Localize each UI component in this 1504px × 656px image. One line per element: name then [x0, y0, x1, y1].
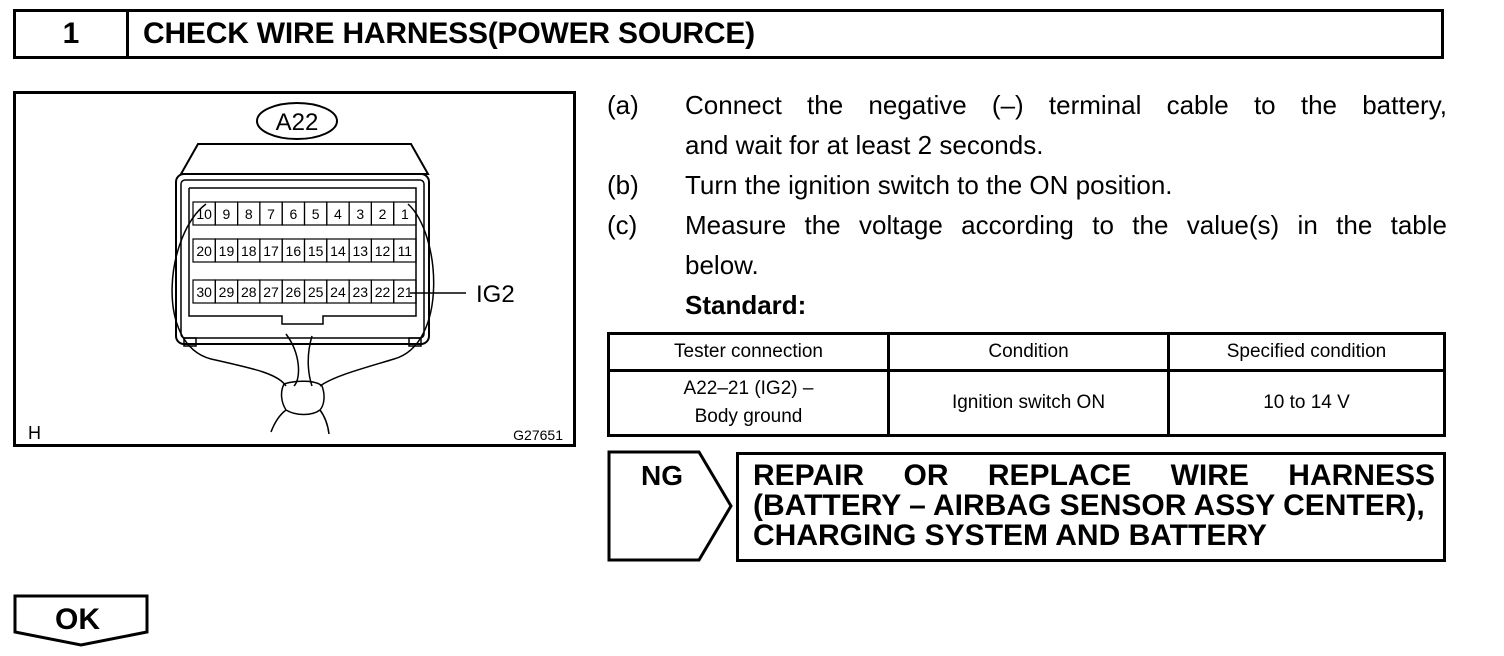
step-b-letter: (b) — [607, 170, 639, 200]
col-header-condition: Condition — [887, 332, 1170, 372]
pin-number: 11 — [398, 243, 413, 259]
step-number: 1 — [16, 12, 129, 56]
pin-number: 18 — [241, 243, 257, 259]
ng-action-box: REPAIR OR REPLACE WIRE HARNESS (BATTERY … — [736, 452, 1446, 562]
ok-arrow-shape — [13, 594, 149, 647]
ng-arrow-shape — [607, 450, 733, 562]
pin-number: 10 — [196, 206, 212, 222]
pin-number: 28 — [241, 284, 257, 300]
table-header-row: Tester connection Condition Specified co… — [607, 332, 1446, 372]
table-row: A22–21 (IG2) – Body ground Ignition swit… — [607, 369, 1446, 437]
tester-line2: Body ground — [694, 406, 803, 427]
pin-number: 30 — [196, 284, 212, 300]
standard-table: Tester connection Condition Specified co… — [607, 332, 1446, 437]
col-header-specified: Specified condition — [1167, 332, 1446, 372]
connector-label: A22 — [276, 109, 319, 136]
ng-line1: REPAIR OR REPLACE WIRE HARNESS — [753, 459, 1435, 492]
pin-number: 6 — [289, 206, 297, 222]
pin-cavity — [393, 238, 417, 263]
ig2-callout: IG2 — [476, 281, 515, 308]
pin-number: 5 — [312, 206, 320, 222]
pin-number: 12 — [375, 243, 391, 259]
pin-number: 17 — [263, 243, 279, 259]
pin-number: 26 — [286, 284, 302, 300]
col-header-tester: Tester connection — [607, 332, 890, 372]
step-a-line2: and wait for at least 2 seconds. — [685, 130, 1044, 160]
step-b-line1: Turn the ignition switch to the ON posit… — [685, 170, 1173, 200]
pin-number: 23 — [352, 284, 368, 300]
pin-number: 16 — [286, 243, 302, 259]
pin-number: 21 — [397, 284, 413, 300]
step-c-line1: Measure the voltage according to the val… — [685, 210, 1447, 240]
standard-label: Standard: — [685, 290, 807, 320]
step-c-letter: (c) — [607, 210, 638, 240]
ng-line3: CHARGING SYSTEM AND BATTERY — [753, 519, 1267, 552]
step-title: CHECK WIRE HARNESS(POWER SOURCE) — [143, 17, 755, 50]
pin-number: 24 — [330, 284, 346, 300]
pin-number: 14 — [330, 243, 346, 259]
step-a-line1: Connect the negative (–) terminal cable … — [685, 90, 1447, 120]
pin-number: 1 — [401, 206, 409, 222]
pin-number: 4 — [334, 206, 342, 222]
pin-cavity — [393, 279, 417, 304]
pin-number: 13 — [352, 243, 368, 259]
cell-condition: Ignition switch ON — [887, 369, 1170, 437]
ok-label: OK — [55, 603, 100, 636]
pin-number: 29 — [219, 284, 235, 300]
pin-number: 9 — [223, 206, 231, 222]
figure-corner-letter: H — [28, 423, 41, 443]
pin-number: 3 — [356, 206, 364, 222]
pin-number: 20 — [196, 243, 212, 259]
figure-code: G27651 — [513, 427, 563, 443]
cell-specified: 10 to 14 V — [1167, 369, 1446, 437]
step-a-letter: (a) — [607, 90, 639, 120]
pin-number: 2 — [379, 206, 387, 222]
ng-label: NG — [641, 460, 683, 491]
step-header: 1 CHECK WIRE HARNESS(POWER SOURCE) — [13, 9, 1444, 59]
pin-number: 8 — [245, 206, 253, 222]
cell-tester-connection: A22–21 (IG2) – Body ground — [607, 369, 890, 437]
tester-line1: A22–21 (IG2) – — [683, 378, 814, 399]
pin-number: 25 — [308, 284, 324, 300]
ng-line2: (BATTERY – AIRBAG SENSOR ASSY CENTER), — [753, 489, 1425, 522]
step-c-line2: below. — [685, 250, 759, 280]
pin-number: 22 — [375, 284, 391, 300]
pin-number: 19 — [219, 243, 235, 259]
pin-number: 15 — [308, 243, 324, 259]
pin-number: 27 — [263, 284, 279, 300]
pin-number: 7 — [267, 206, 275, 222]
